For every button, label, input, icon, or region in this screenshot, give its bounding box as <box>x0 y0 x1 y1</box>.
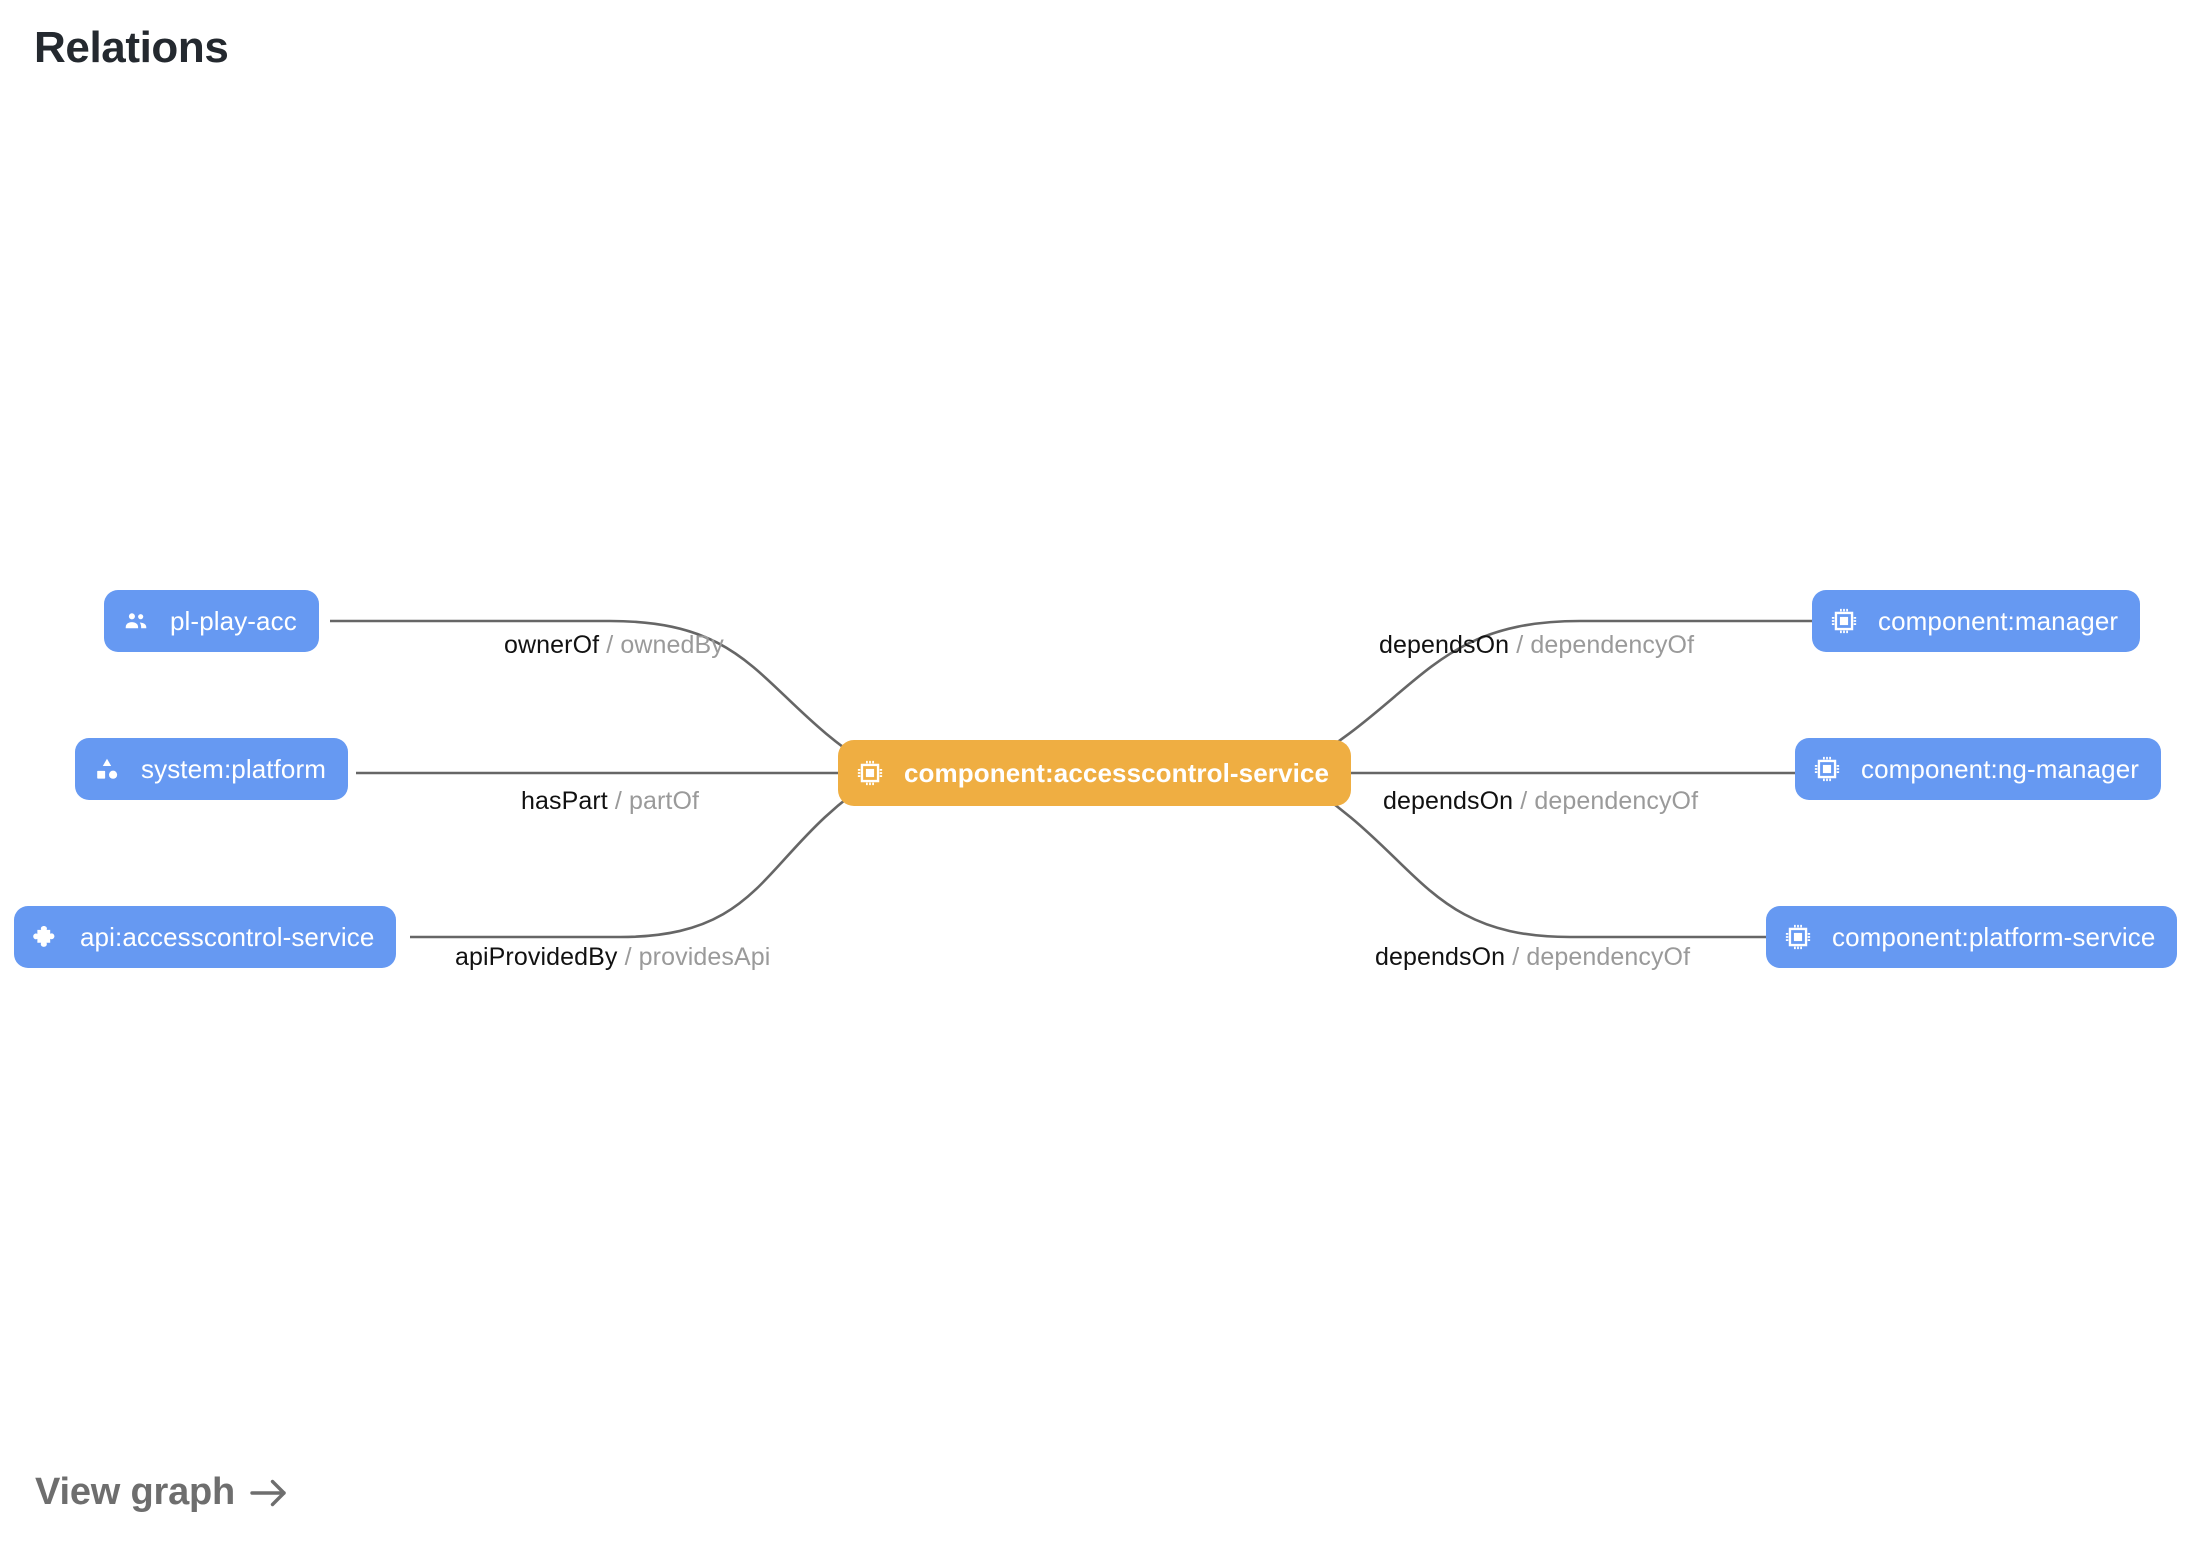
graph-node-label: component:ng-manager <box>1861 753 2140 784</box>
memory-chip-icon <box>1813 755 1841 783</box>
relation-reverse: dependencyOf <box>1534 787 1699 815</box>
graph-node-pl-play-acc[interactable]: pl-play-acc <box>104 590 319 652</box>
memory-chip-icon <box>1830 607 1858 635</box>
relation-forward: apiProvidedBy <box>455 943 618 971</box>
relation-separator: / <box>1516 631 1531 659</box>
graph-node-label: component:platform-service <box>1832 921 2156 952</box>
view-graph-link[interactable]: View graph <box>35 1471 289 1514</box>
page-title: Relations <box>34 23 229 72</box>
edge-label-dependson-manager: dependsOn / dependencyOf <box>1379 631 1694 660</box>
graph-node-label: api:accesscontrol-service <box>80 921 375 952</box>
graph-node-component-ng-manager[interactable]: component:ng-manager <box>1795 738 2162 800</box>
relation-forward: dependsOn <box>1383 787 1514 815</box>
graph-node-label: system:platform <box>141 753 326 784</box>
memory-chip-icon <box>1784 923 1812 951</box>
view-graph-label: View graph <box>35 1471 236 1513</box>
graph-node-system-platform[interactable]: system:platform <box>75 738 348 800</box>
graph-node-label: component:manager <box>1878 605 2119 636</box>
relation-separator: / <box>1512 943 1527 971</box>
graph-node-label: component:accesscontrol-service <box>904 757 1330 788</box>
graph-node-component-platform-service[interactable]: component:platform-service <box>1766 906 2178 968</box>
graph-node-component-manager[interactable]: component:manager <box>1812 590 2141 652</box>
relation-separator: / <box>1520 787 1535 815</box>
graph-node-label: pl-play-acc <box>170 605 297 636</box>
relation-reverse: partOf <box>629 787 700 815</box>
relation-forward: hasPart <box>521 787 608 815</box>
relation-reverse: ownedBy <box>620 631 724 659</box>
relation-reverse: dependencyOf <box>1526 943 1691 971</box>
relation-forward: ownerOf <box>504 631 600 659</box>
edge-label-apiprovidedby: apiProvidedBy / providesApi <box>455 943 770 972</box>
relation-separator: / <box>606 631 621 659</box>
relation-forward: dependsOn <box>1375 943 1506 971</box>
relation-forward: dependsOn <box>1379 631 1510 659</box>
relation-reverse: providesApi <box>638 943 771 971</box>
edge-label-ownerof: ownerOf / ownedBy <box>504 631 724 660</box>
arrow-right-icon <box>249 1476 289 1510</box>
group-people-icon <box>122 607 150 635</box>
edge-label-dependson-platform-service: dependsOn / dependencyOf <box>1375 943 1690 972</box>
relation-separator: / <box>624 943 639 971</box>
relation-separator: / <box>614 787 629 815</box>
memory-chip-icon <box>856 759 884 787</box>
puzzle-piece-icon <box>32 923 60 951</box>
edge-label-dependson-ng-manager: dependsOn / dependencyOf <box>1383 787 1698 816</box>
edge-label-haspart: hasPart / partOf <box>521 787 699 816</box>
graph-node-component-accesscontrol-service[interactable]: component:accesscontrol-service <box>838 740 1352 806</box>
relation-reverse: dependencyOf <box>1530 631 1695 659</box>
graph-node-api-accesscontrol-service[interactable]: api:accesscontrol-service <box>14 906 397 968</box>
category-shapes-icon <box>93 755 121 783</box>
